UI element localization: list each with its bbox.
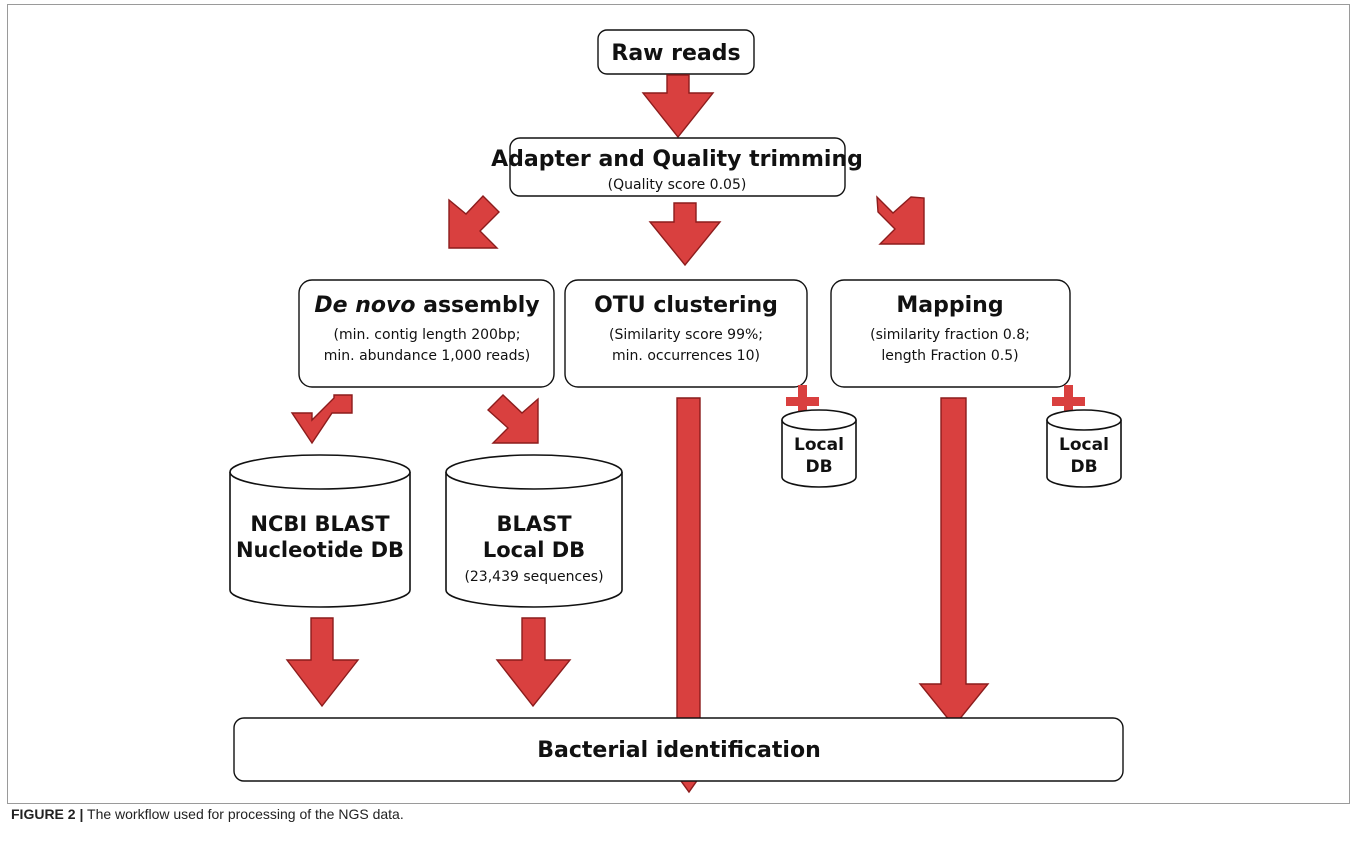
arrow-blast-to-identification [495, 617, 572, 708]
assembly-title-rest: assembly [415, 293, 539, 318]
otu-title: OTU clustering [594, 293, 778, 318]
blast-local-db-cylinder: BLAST Local DB (23,439 sequences) [445, 454, 623, 608]
otu-local-db-line-1: Local [794, 435, 844, 455]
trimming-detail: (Quality score 0.05) [608, 177, 747, 193]
caption-label: FIGURE 2 | [11, 806, 84, 822]
assembly-detail-2: min. abundance 1,000 reads) [324, 348, 530, 364]
arrow-trimming-to-assembly [448, 194, 500, 249]
otu-node: OTU clustering (Similarity score 99%; mi… [564, 279, 808, 388]
assembly-detail-1: (min. contig length 200bp; [334, 327, 521, 343]
trimming-title: Adapter and Quality trimming [491, 147, 863, 172]
arrow-trimming-to-otu [648, 202, 722, 267]
caption-text: The workflow used for processing of the … [83, 806, 404, 822]
arrow-ncbi-to-identification [285, 617, 360, 708]
arrow-mapping-to-identification [918, 397, 990, 728]
blast-local-detail: (23,439 sequences) [464, 569, 603, 585]
blast-local-line-2: Local DB [483, 538, 585, 562]
raw-reads-label: Raw reads [611, 41, 740, 66]
assembly-title: De novo assembly [314, 293, 539, 318]
mapping-local-db-line-1: Local [1059, 435, 1109, 455]
mapping-local-db-cylinder: Local DB [1046, 409, 1122, 488]
arrow-raw-to-trimming [641, 74, 715, 139]
mapping-local-db-line-2: DB [1070, 457, 1097, 477]
arrow-assembly-to-ncbi [290, 394, 353, 445]
assembly-node: De novo assembly (min. contig length 200… [298, 279, 555, 388]
mapping-detail-1: (similarity fraction 0.8; [870, 327, 1030, 343]
mapping-node: Mapping (similarity fraction 0.8; length… [830, 279, 1071, 388]
raw-reads-node: Raw reads [597, 29, 755, 75]
plus-icon-mapping [1052, 385, 1085, 418]
otu-local-db-line-2: DB [805, 457, 832, 477]
otu-detail-2: min. occurrences 10) [612, 348, 760, 364]
otu-detail-1: (Similarity score 99%; [609, 327, 763, 343]
otu-local-db-cylinder: Local DB [781, 409, 857, 488]
ncbi-db-line-2: Nucleotide DB [236, 538, 404, 562]
trimming-node: Adapter and Quality trimming (Quality sc… [491, 137, 863, 197]
identification-node: Bacterial identification [233, 717, 1124, 782]
identification-label: Bacterial identification [537, 738, 821, 763]
mapping-title: Mapping [896, 293, 1003, 318]
blast-local-line-1: BLAST [496, 512, 572, 536]
mapping-detail-2: length Fraction 0.5) [881, 348, 1018, 364]
ncbi-db-line-1: NCBI BLAST [250, 512, 390, 536]
ncbi-db-cylinder: NCBI BLAST Nucleotide DB [229, 454, 411, 608]
arrow-trimming-to-mapping [876, 195, 925, 245]
figure-frame [7, 4, 1350, 804]
arrow-assembly-to-blast [486, 394, 539, 444]
plus-icon-otu [786, 385, 819, 418]
assembly-title-italic: De novo [314, 293, 415, 318]
figure-caption: FIGURE 2 | The workflow used for process… [11, 806, 404, 822]
